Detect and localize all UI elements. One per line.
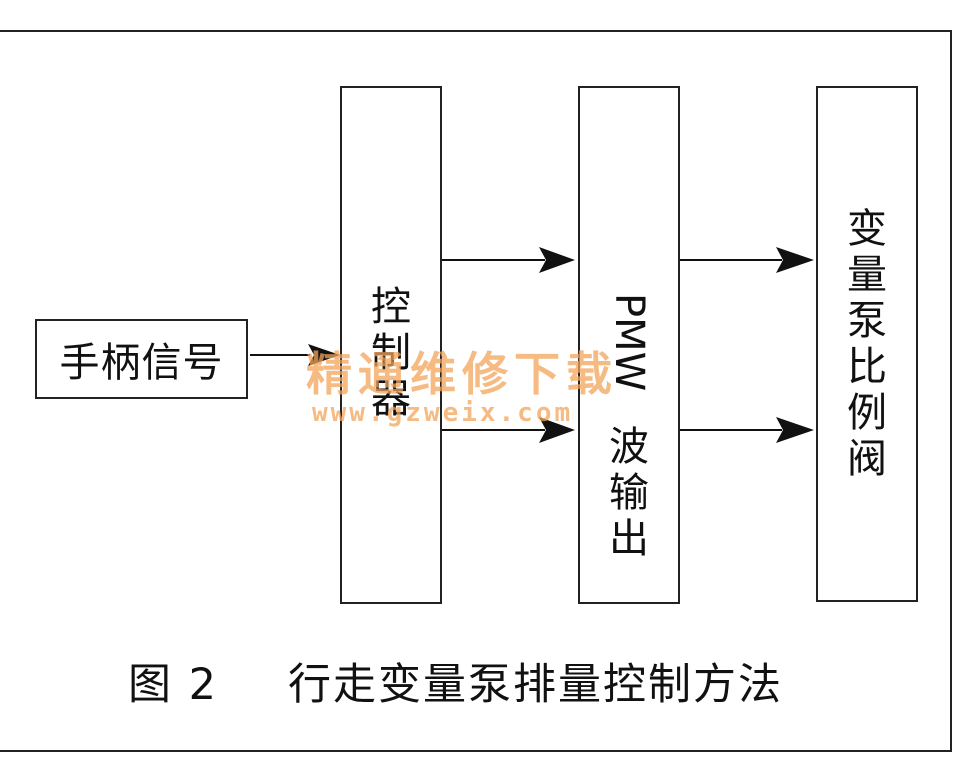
controller-label: 控 制 器 (371, 284, 411, 422)
handle-signal-box: 手柄信号 (35, 319, 248, 399)
proportional-valve-label: 变 量 泵 比 例 阀 (847, 206, 887, 482)
figure-title: 行走变量泵排量控制方法 (288, 660, 784, 710)
arrowhead-controller-to-pwm-top (539, 247, 575, 273)
arrowhead-handle-to-controller (308, 344, 340, 366)
controller-box: 控 制 器 (340, 86, 442, 604)
arrowhead-pwm-to-valve-top (776, 247, 814, 273)
arrowhead-pwm-to-valve-bottom (776, 417, 814, 443)
watermark-title: 精通维修下载 (306, 347, 618, 401)
figure-caption: 图 2 行走变量泵排量控制方法 (128, 650, 783, 712)
pwm-output-label: 波 输 出 (609, 424, 649, 562)
figure-frame (0, 30, 952, 752)
handle-signal-label: 手柄信号 (59, 340, 224, 386)
arrowhead-controller-to-pwm-bottom (539, 417, 575, 443)
figure-number: 图 2 (128, 660, 219, 710)
proportional-valve-box: 变 量 泵 比 例 阀 (816, 86, 918, 602)
pwm-output-box: PMW 波 输 出 (578, 86, 680, 604)
watermark-url: www.gzweix.com (312, 398, 574, 428)
